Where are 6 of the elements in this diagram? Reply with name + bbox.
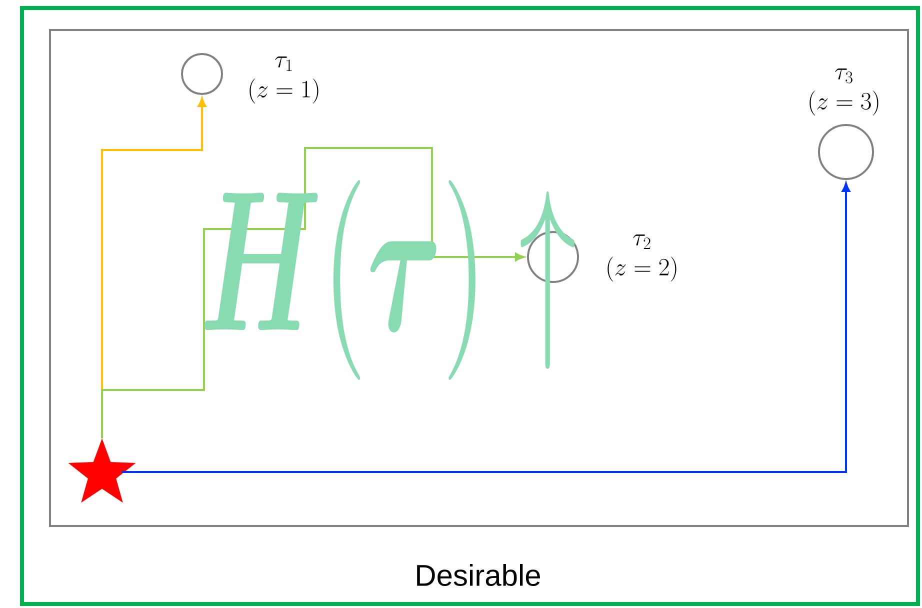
target-circle bbox=[181, 53, 223, 95]
target-circle bbox=[818, 124, 874, 180]
target-label: $\tau_3$ $(z = 3)$ bbox=[810, 68, 878, 116]
target-label: $\tau_2$ $(z = 2)$ bbox=[608, 234, 676, 282]
start-star bbox=[68, 438, 136, 502]
target-label: $\tau_1$ $(z = 1)$ bbox=[250, 56, 318, 104]
